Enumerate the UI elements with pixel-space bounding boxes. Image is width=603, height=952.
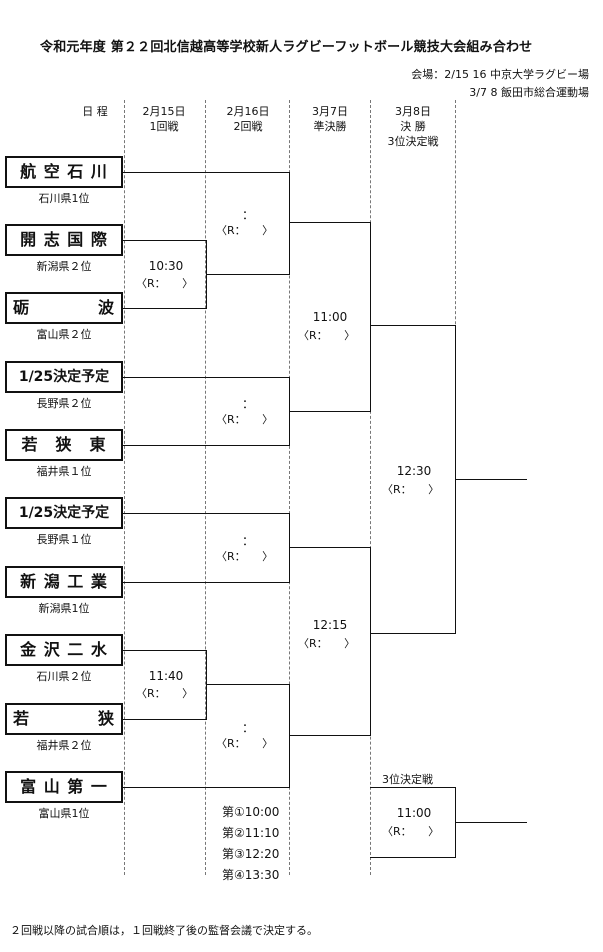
bracket-line <box>123 650 207 651</box>
team-prefecture: 富山県1位 <box>38 807 90 820</box>
match-time: 10:30 <box>148 259 184 273</box>
team-prefecture: 長野県１位 <box>36 533 92 546</box>
bracket-line <box>123 719 207 720</box>
schedule-item: 第①10:00 <box>222 805 280 819</box>
match-time: ： <box>241 721 254 735</box>
team-prefecture: 福井県１位 <box>36 465 92 478</box>
team-prefecture: 石川県1位 <box>38 192 90 205</box>
team-prefecture: 新潟県２位 <box>36 260 92 273</box>
match-time: 11:00 <box>312 310 348 324</box>
bracket-line <box>455 822 527 823</box>
bracket-line <box>370 547 371 736</box>
bracket-line <box>455 479 527 480</box>
bracket-line <box>289 172 290 275</box>
bracket-line <box>123 513 290 514</box>
header-round-2-date: 2月16日 <box>226 105 270 118</box>
header-round-1: 2月15日 1回戦 <box>128 104 200 134</box>
team-prefecture: 新潟県1位 <box>38 602 90 615</box>
venue-line-1: 会場：2/15 16 中京大学ラグビー場 <box>411 68 589 81</box>
team-box: 開 志 国 際 <box>5 224 123 256</box>
bracket-line <box>289 513 290 583</box>
team-box: 金 沢 二 水 <box>5 634 123 666</box>
venue-line-2: 3/7 8 飯田市総合運動場 <box>469 86 589 99</box>
bracket-line <box>206 650 207 720</box>
bracket-line <box>370 787 456 788</box>
bracket-line <box>289 547 371 548</box>
team-box: 若 狭 東 <box>5 429 123 461</box>
column-divider <box>455 100 456 460</box>
match-result: 〈R： 〉 <box>136 277 194 290</box>
header-semifinal-name: 準決勝 <box>313 120 347 133</box>
schedule-item: 第②11:10 <box>222 826 280 840</box>
bracket-line <box>289 735 371 736</box>
bracket-line <box>123 308 207 309</box>
third-place-label: 3位決定戦 <box>382 773 433 786</box>
match-time: 12:30 <box>396 464 432 478</box>
page-title: 令和元年度 第２２回北信越高等学校新人ラグビーフットボール競技大会組み合わせ <box>40 40 533 55</box>
team-box: 航 空 石 川 <box>5 156 123 188</box>
match-result: 〈R： 〉 <box>298 637 356 650</box>
team-prefecture: 石川県２位 <box>36 670 92 683</box>
bracket-line <box>370 857 456 858</box>
bracket-line <box>123 240 207 241</box>
schedule-item: 第④13:30 <box>222 868 280 882</box>
header-round-1-name: 1回戦 <box>149 120 179 133</box>
match-result: 〈R： 〉 <box>216 224 274 237</box>
bracket-line <box>370 325 456 326</box>
header-final-date: 3月8日 <box>395 105 431 118</box>
bracket-line <box>123 172 290 173</box>
match-result: 〈R： 〉 <box>382 483 440 496</box>
team-box: 新 潟 工 業 <box>5 566 123 598</box>
match-time: 11:40 <box>148 669 184 683</box>
match-result: 〈R： 〉 <box>216 550 274 563</box>
bracket-line <box>123 787 290 788</box>
bracket-line <box>123 445 290 446</box>
header-round-2-name: 2回戦 <box>233 120 263 133</box>
team-box: 砺 波 <box>5 292 123 324</box>
match-time: ： <box>241 208 254 222</box>
match-result: 〈R： 〉 <box>298 329 356 342</box>
schedule-list: 第①10:00 第②11:10 第③12:20 第④13:30 <box>222 802 279 886</box>
bracket-line <box>370 633 456 634</box>
team-prefecture: 長野県２位 <box>36 397 92 410</box>
header-day-label: 日 程 <box>82 105 108 118</box>
column-divider <box>370 100 371 875</box>
team-box: 1/25決定予定 <box>5 497 123 529</box>
column-divider <box>289 100 290 875</box>
bracket-line <box>289 222 371 223</box>
header-round-1-date: 2月15日 <box>142 105 186 118</box>
match-result: 〈R： 〉 <box>216 413 274 426</box>
team-prefecture: 富山県２位 <box>36 328 92 341</box>
team-prefecture: 福井県２位 <box>36 739 92 752</box>
header-semifinal-date: 3月7日 <box>312 105 348 118</box>
match-time: 11:00 <box>396 806 432 820</box>
header-third-place-name: 3位決定戦 <box>387 135 439 148</box>
header-semifinal: 3月7日 準決勝 <box>292 104 368 134</box>
bracket-line <box>123 377 290 378</box>
bracket-line <box>206 684 290 685</box>
schedule-item: 第③12:20 <box>222 847 280 861</box>
team-box: 若 狭 <box>5 703 123 735</box>
footnote: ２回戦以降の試合順は，１回戦終了後の監督会議で決定する。 <box>10 924 318 937</box>
header-final: 3月8日 決 勝 3位決定戦 <box>372 104 454 149</box>
bracket-line <box>206 274 290 275</box>
bracket-line <box>289 411 371 412</box>
header-final-name: 決 勝 <box>400 120 426 133</box>
column-divider <box>124 100 125 875</box>
team-box: 1/25決定予定 <box>5 361 123 393</box>
match-result: 〈R： 〉 <box>136 687 194 700</box>
bracket-line <box>370 222 371 412</box>
match-result: 〈R： 〉 <box>216 737 274 750</box>
match-time: ： <box>241 397 254 411</box>
match-result: 〈R： 〉 <box>382 825 440 838</box>
header-round-2: 2月16日 2回戦 <box>210 104 286 134</box>
team-box: 富 山 第 一 <box>5 771 123 803</box>
match-time: 12:15 <box>312 618 348 632</box>
column-divider <box>205 100 206 875</box>
bracket-line <box>289 684 290 788</box>
match-time: ： <box>241 534 254 548</box>
bracket-line <box>123 582 290 583</box>
